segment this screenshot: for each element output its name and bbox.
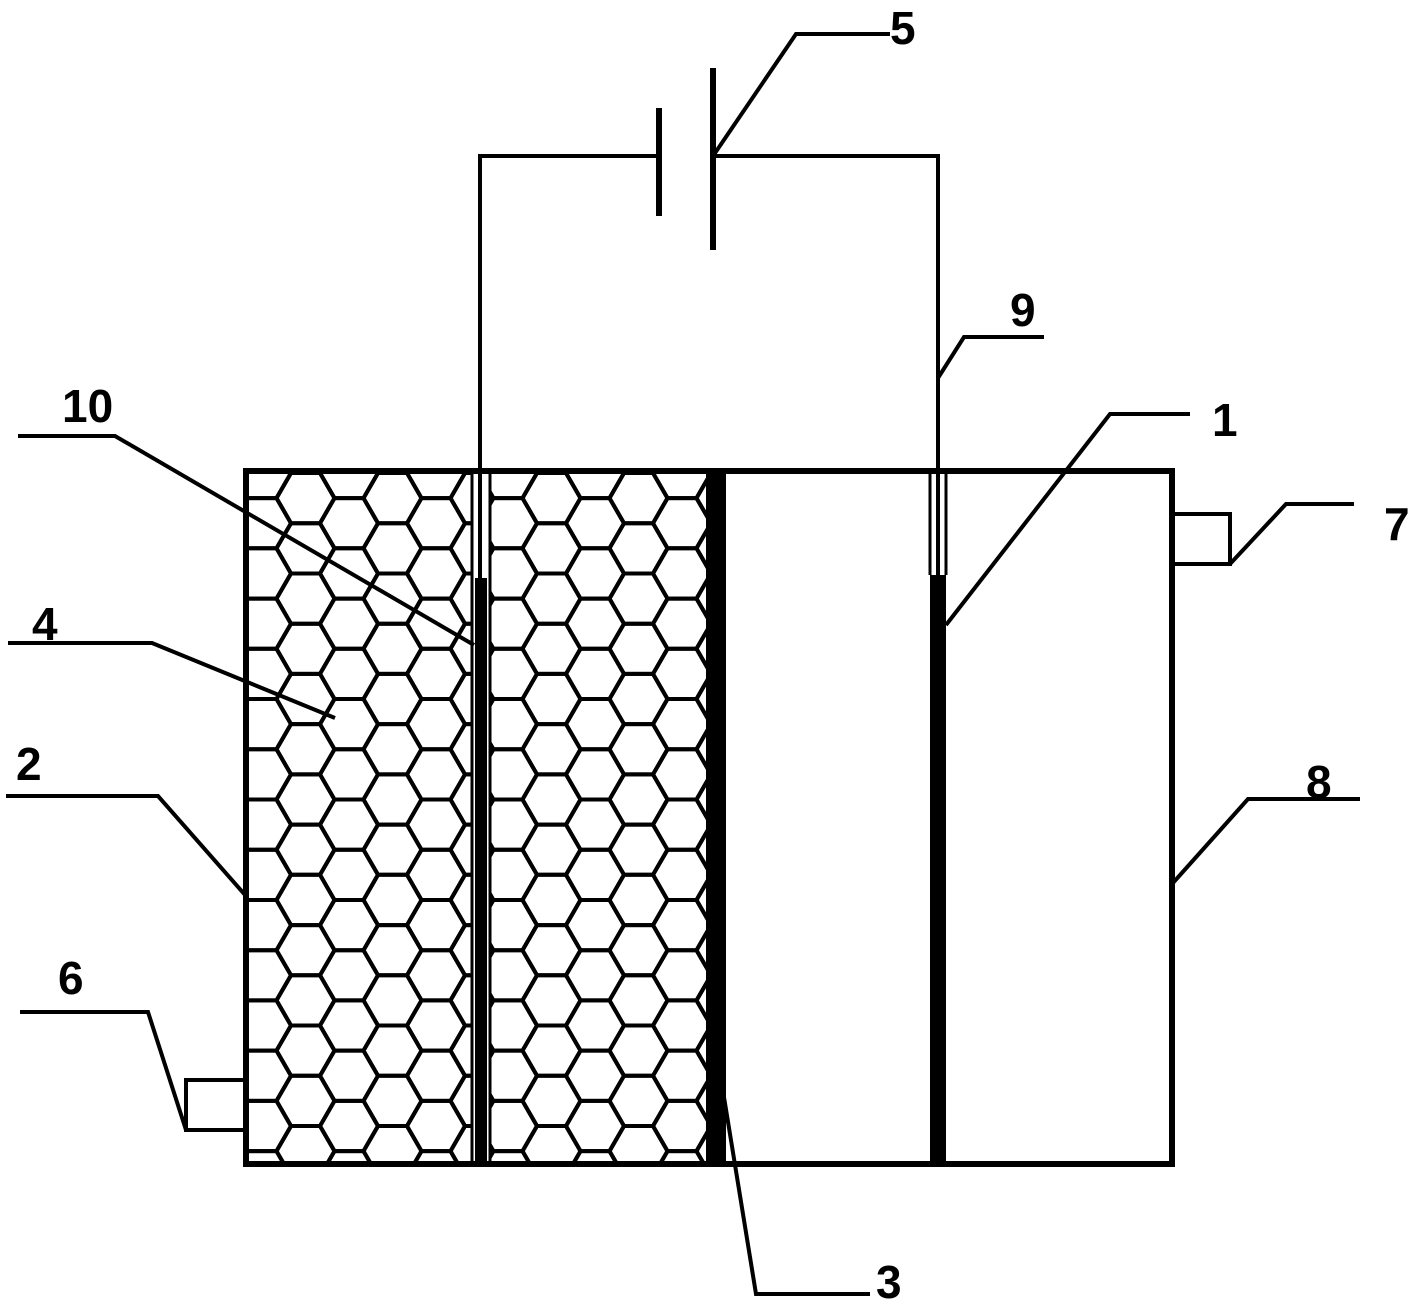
honeycomb-cell [694,578,706,620]
leader-line-5 [711,32,890,158]
honeycomb-cell [694,929,706,971]
label-6: 6 [58,952,84,1004]
honeycomb-cell [448,1124,472,1163]
honeycomb-cell [448,671,472,727]
leader-line-8 [1170,797,1360,886]
label-4: 4 [32,598,58,650]
honeycomb-cell [694,979,706,1021]
honeycomb-cell [653,398,711,448]
honeycomb-cell [523,1176,581,1226]
honeycomb-cell [694,779,706,820]
dc-power-source [656,68,716,250]
leader-line-6 [20,1010,188,1131]
separator-membrane [706,473,726,1163]
honeycomb-cell [694,527,706,569]
honeycomb-cell [621,473,656,475]
honeycomb-cell [407,398,465,448]
leader-line-3 [714,1047,870,1296]
honeycomb-cell [448,571,472,626]
honeycomb-cell [448,872,472,928]
wire-left [478,154,657,580]
honeycomb-filler-left [233,398,509,1226]
label-5: 5 [890,2,916,54]
honeycomb-cell [694,628,706,670]
honeycomb-cell [694,678,706,720]
leader-line-10 [18,434,476,647]
label-7: 7 [1384,498,1410,550]
leader-line-4 [8,641,336,720]
label-8: 8 [1306,756,1332,808]
honeycomb-cell [375,473,410,475]
honeycomb-cell [479,398,537,448]
electrode-plate-1 [930,575,946,1163]
leader-line-9 [936,335,1044,380]
label-2: 2 [16,738,42,790]
honeycomb-cell [694,1130,706,1163]
honeycomb-cell [697,423,755,473]
reactor-tank [243,468,1175,1167]
outlet-nozzle [1172,512,1232,566]
wire-right [715,154,940,575]
label-1: 1 [1212,394,1238,446]
honeycomb-cell [448,923,472,978]
leader-line-2 [6,794,248,898]
electrode-rod-10 [475,578,487,1163]
honeycomb-cell [448,473,472,526]
leader-line-1 [944,412,1190,627]
honeycomb-cell [364,1176,422,1226]
honeycomb-cell [448,822,472,877]
honeycomb-cell [320,398,378,448]
honeycomb-cell [288,473,323,475]
honeycomb-cell [448,521,472,576]
honeycomb-cell [233,398,291,448]
leader-line-7 [1228,502,1354,566]
label-3: 3 [876,1256,902,1306]
honeycomb-cell [610,1176,668,1226]
honeycomb-filler-right [479,398,755,1226]
honeycomb-cell [448,772,472,827]
honeycomb-cell [694,1030,706,1072]
label-9: 9 [1010,284,1036,336]
honeycomb-cell [694,728,706,770]
honeycomb-cell [534,473,569,475]
honeycomb-cell [451,1176,509,1226]
honeycomb-cell [448,1073,472,1128]
honeycomb-cell [694,1080,706,1122]
honeycomb-cell [448,973,472,1028]
honeycomb-cell [448,1023,472,1078]
inlet-nozzle [184,1078,246,1132]
honeycomb-cell [566,398,624,448]
honeycomb-cell [448,621,472,676]
honeycomb-cell [694,879,706,921]
honeycomb-cell [448,722,472,777]
label-10: 10 [62,380,113,432]
honeycomb-cell [694,477,706,519]
honeycomb-cell [694,829,706,871]
honeycomb-cell [277,1176,335,1226]
